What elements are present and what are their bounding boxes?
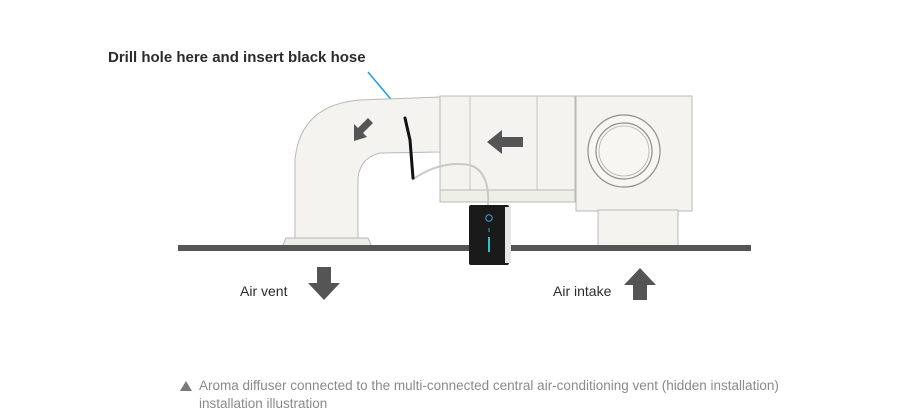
diffuser-power-icon	[485, 214, 493, 222]
diffuser-indicator	[488, 237, 490, 252]
elbow-arrow-icon	[354, 118, 373, 141]
fan-support	[597, 209, 679, 248]
caption-line-2: installation illustration	[199, 396, 328, 411]
elbow-duct	[294, 96, 441, 246]
connection-hose	[411, 163, 490, 206]
air-vent-label: Air vent	[240, 283, 288, 299]
triangle-icon	[180, 381, 192, 391]
black-hose	[403, 116, 415, 180]
caption-line-1: Aroma diffuser connected to the multi-co…	[199, 378, 779, 393]
ac-unit-base	[439, 189, 576, 203]
callout-label: Drill hole here and insert black hose	[108, 49, 366, 66]
air-intake-label: Air intake	[553, 283, 612, 299]
unit-arrow-icon	[487, 130, 523, 154]
air-intake-arrow-icon	[624, 268, 656, 300]
ceiling-line	[178, 245, 751, 251]
aroma-diffuser	[469, 205, 509, 265]
fan-inner-ring	[595, 122, 653, 180]
air-vent-arrow-icon	[308, 267, 340, 300]
